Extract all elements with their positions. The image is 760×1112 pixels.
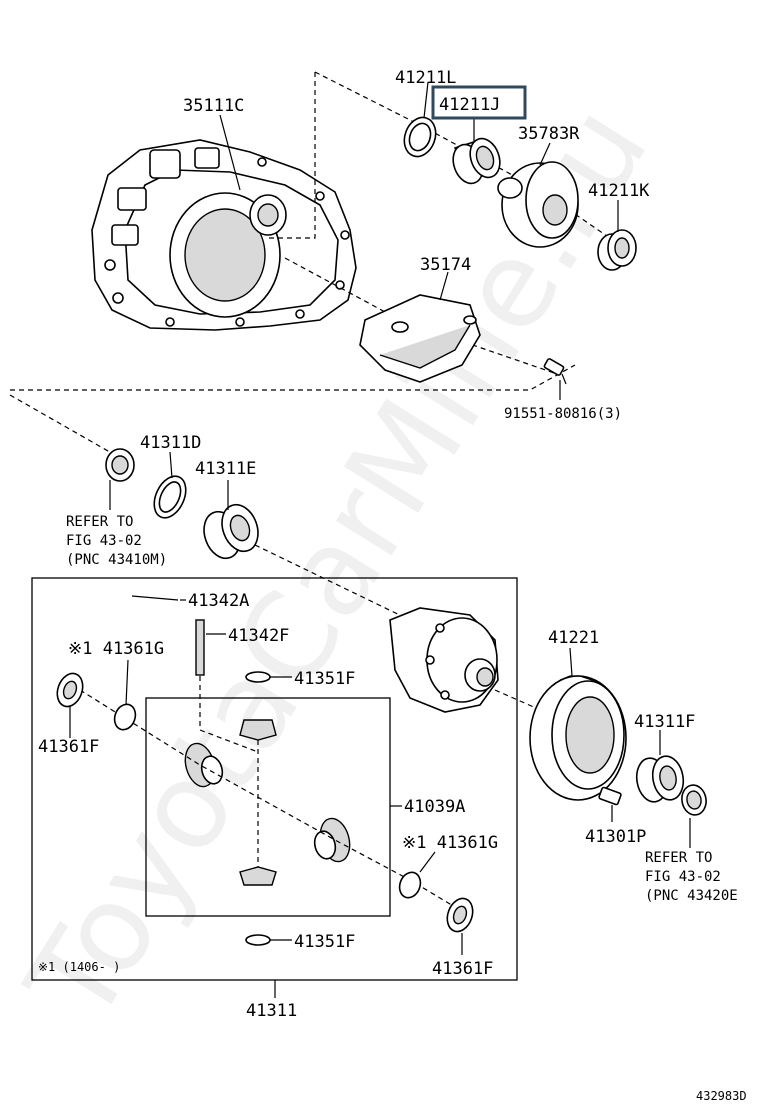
thrust-washer-41361f-right [446, 897, 474, 933]
washer-41351f-bottom [245, 934, 271, 946]
bearing-41311e [203, 503, 259, 560]
bolt-41301p [598, 786, 622, 822]
refer-note-2-line1: REFER TO [645, 850, 712, 866]
label-41311[interactable]: 41311 [246, 1001, 297, 1021]
footnote: ※1 (1406- ) [38, 960, 120, 974]
oil-seal-right [681, 784, 707, 816]
label-41361g-top[interactable]: ※1 41361G [68, 639, 164, 659]
label-35111c[interactable]: 35111C [183, 96, 244, 116]
refer-note-2-line2: FIG 43-02 [645, 869, 721, 885]
label-41351f-top[interactable]: 41351F [294, 669, 355, 689]
label-41361g-bottom[interactable]: ※1 41361G [402, 833, 498, 853]
differential-case [389, 607, 499, 713]
ring-gear-41221 [529, 675, 627, 801]
label-41342a[interactable]: 41342A [188, 591, 249, 611]
highlight-box-41211j [431, 85, 527, 120]
bearing-41311f [635, 755, 685, 803]
cover-35174 [359, 294, 481, 383]
refer-note-1-line1: REFER TO [66, 514, 133, 530]
label-41221[interactable]: 41221 [548, 628, 599, 648]
shim-41311e [153, 475, 187, 519]
shim-41361g-left [113, 703, 137, 731]
side-gear-right [313, 817, 351, 863]
label-41039a[interactable]: 41039A [404, 797, 465, 817]
pinion-gear-top [239, 719, 277, 741]
shaft-41342f [195, 619, 205, 676]
label-91551[interactable]: 91551-80816(3) [504, 406, 622, 422]
label-41361f-right[interactable]: 41361F [432, 959, 493, 979]
label-41342f[interactable]: 41342F [228, 626, 289, 646]
label-41211k[interactable]: 41211K [588, 181, 650, 201]
shim-41361g-right [398, 871, 422, 899]
side-gear-left [184, 742, 224, 788]
bearing-41211j [452, 137, 501, 185]
thrust-washer-41361f-left [56, 672, 84, 708]
label-41351f-bottom[interactable]: 41351F [294, 932, 355, 952]
label-41211l[interactable]: 41211L [395, 68, 456, 88]
oil-seal-41211l [403, 116, 437, 158]
label-41301p[interactable]: 41301P [585, 827, 646, 847]
transaxle-housing [91, 139, 357, 331]
label-35783r[interactable]: 35783R [518, 124, 580, 144]
oil-seal-41311d [105, 448, 135, 482]
washer-41351f-top [245, 671, 271, 683]
refer-note-1-line2: FIG 43-02 [66, 533, 142, 549]
bolt-91551 [543, 358, 567, 385]
assembly-frame-41039a [145, 697, 391, 917]
label-35174[interactable]: 35174 [420, 255, 471, 275]
pin-41342a [131, 595, 179, 601]
label-41211j[interactable]: 41211J [439, 95, 500, 115]
refer-note-2-line3: (PNC 43420E [645, 888, 738, 904]
refer-note-1-line3: (PNC 43410M) [66, 552, 167, 568]
gear-35783r [497, 161, 579, 248]
label-41311d[interactable]: 41311D [140, 433, 201, 453]
label-41311e[interactable]: 41311E [195, 459, 256, 479]
diagram-code: 432983D [696, 1089, 747, 1103]
label-41361f-left[interactable]: 41361F [38, 737, 99, 757]
pinion-gear-bottom [239, 866, 277, 886]
bearing-41211k [597, 229, 637, 271]
label-41311f[interactable]: 41311F [634, 712, 695, 732]
